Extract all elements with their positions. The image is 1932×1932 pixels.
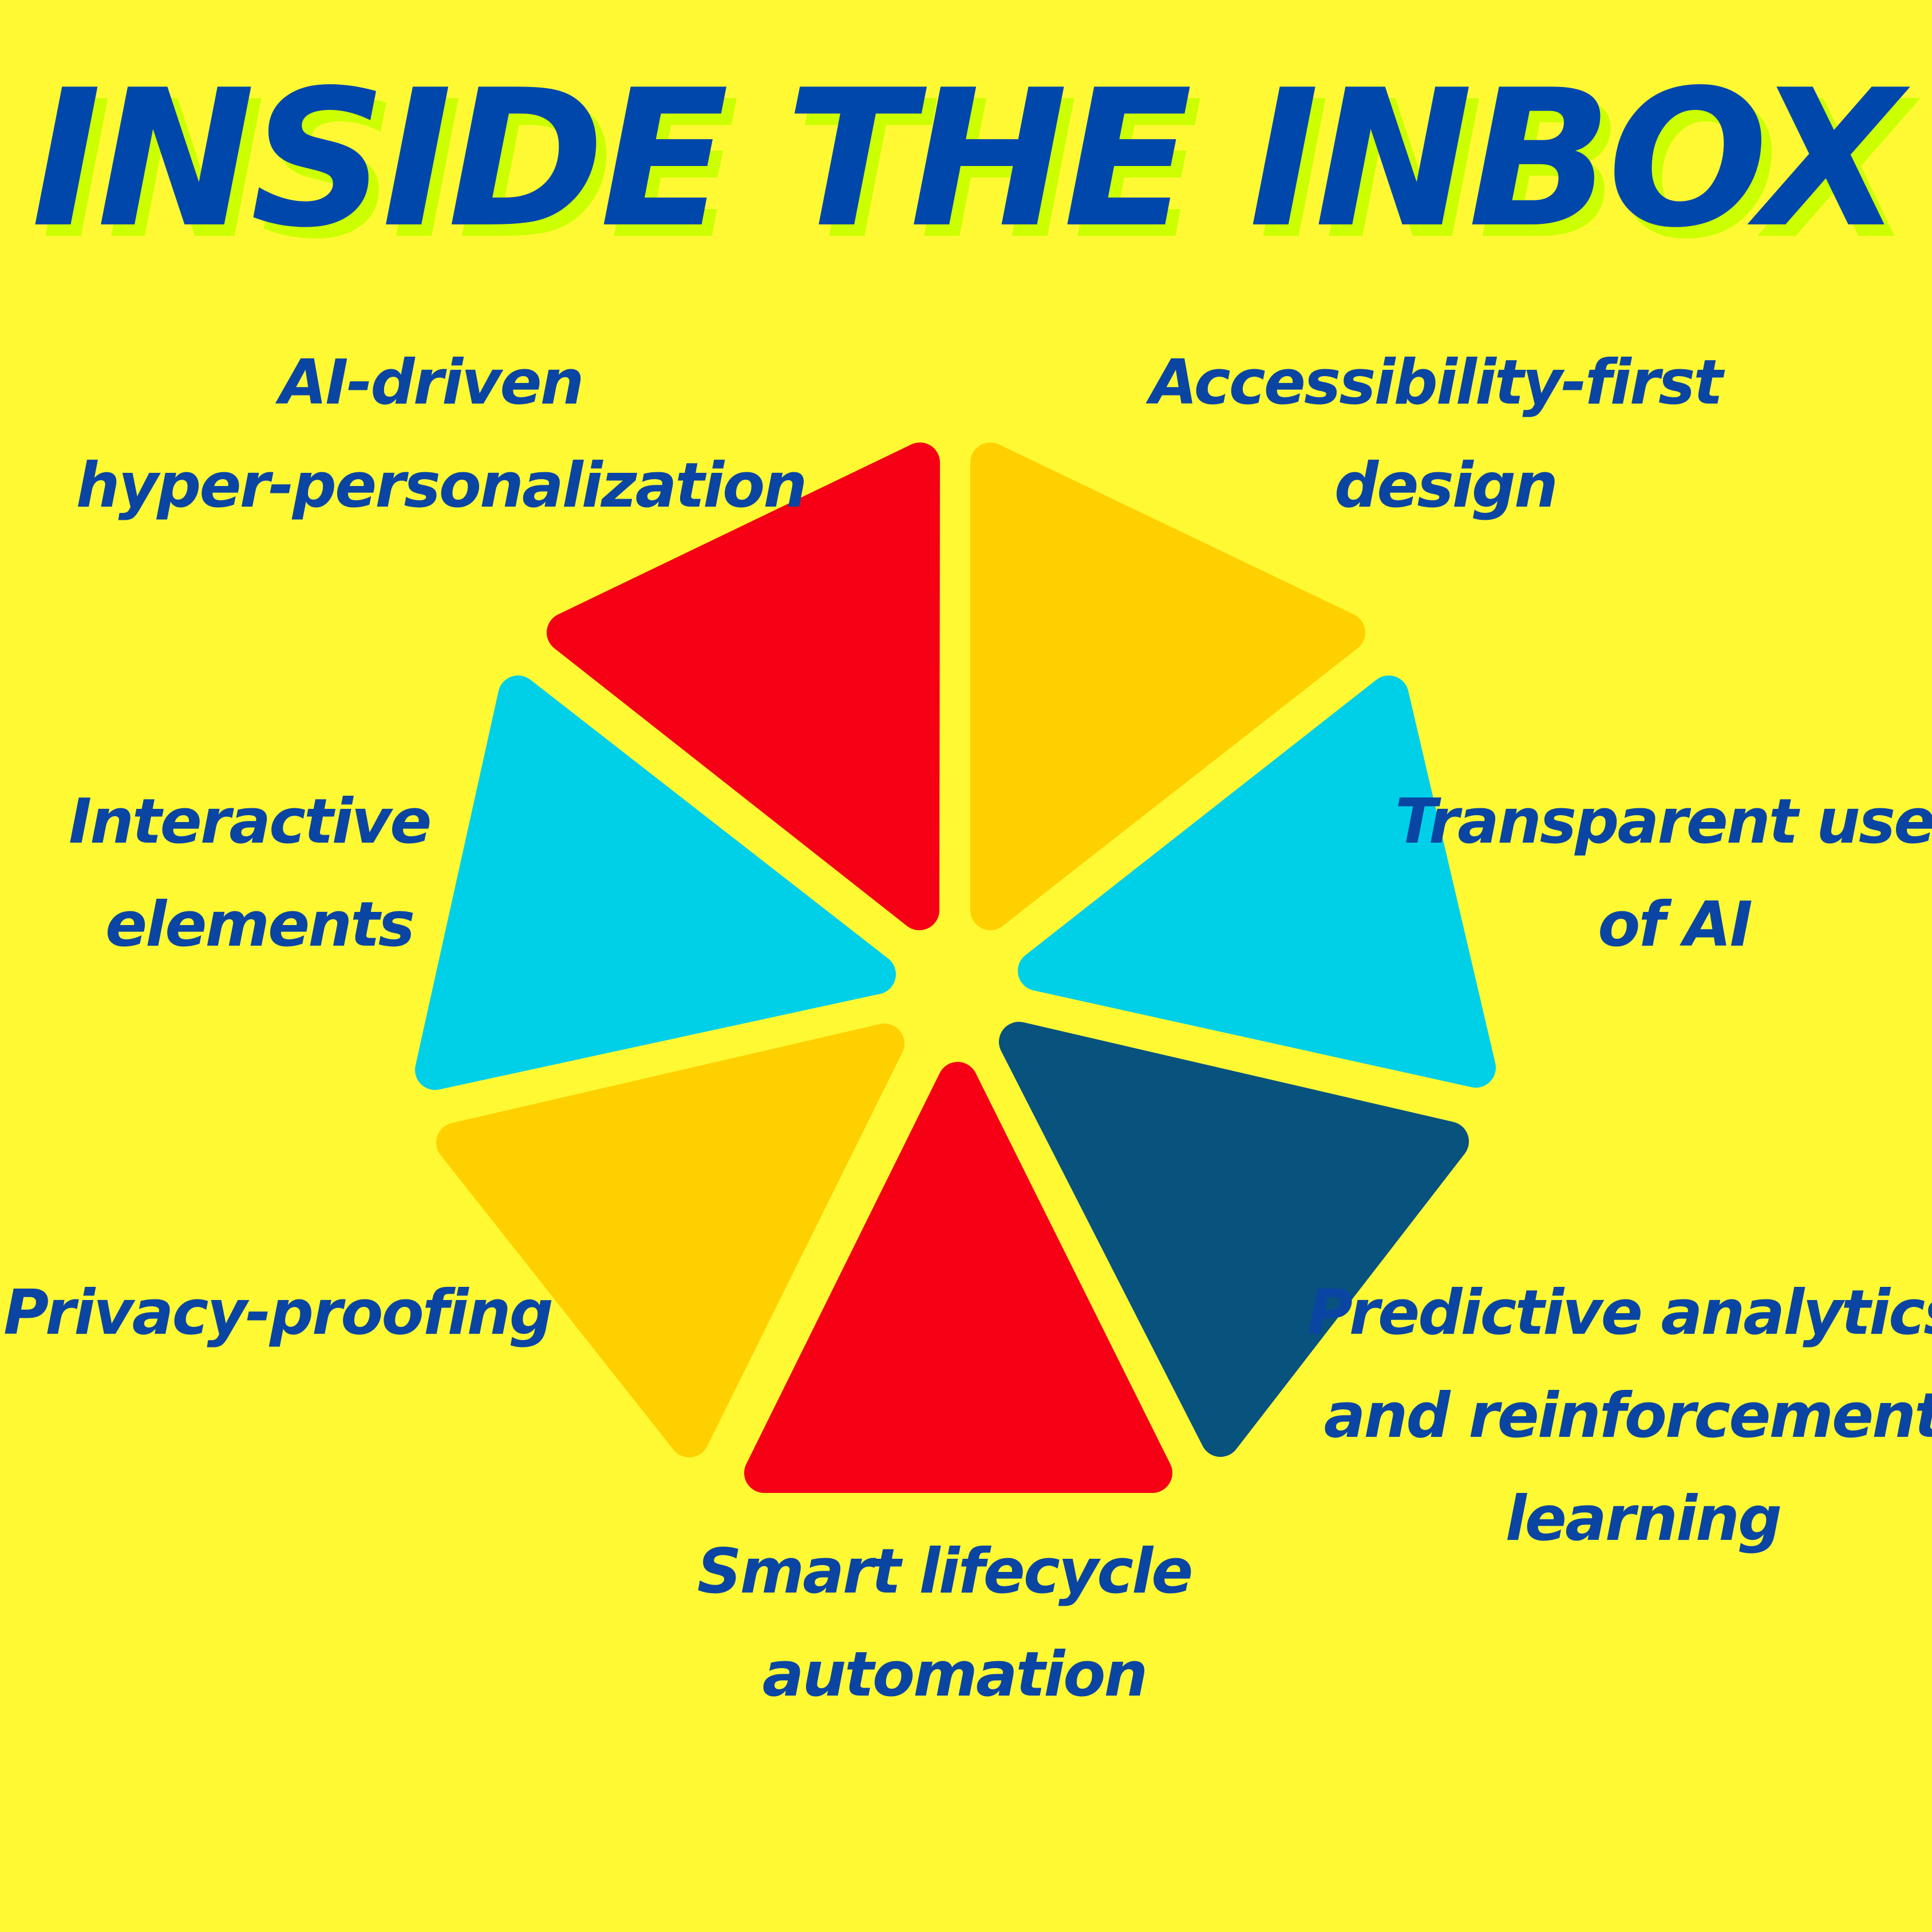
- label-privacy-proofing: Privacy-proofing: [3, 1277, 552, 1349]
- label-line: design: [1334, 450, 1556, 521]
- label-line: and reinforcement: [1324, 1380, 1932, 1452]
- label-line: Smart lifecycle: [697, 1536, 1192, 1607]
- label-line: hyper-personalization: [76, 450, 806, 521]
- label-line: learning: [1506, 1483, 1781, 1555]
- wedge-accessibility-first-design: [970, 442, 1365, 930]
- wedge-predictive-analytics: [999, 1022, 1469, 1457]
- label-interactive-elements: Interactive elements: [69, 786, 450, 961]
- label-line: automation: [762, 1639, 1147, 1710]
- wedge-smart-lifecycle-automation: [744, 1062, 1172, 1493]
- wedge-interactive-elements: [415, 675, 896, 1090]
- page-title-shadow: INSIDE THE INBOX: [42, 61, 1921, 280]
- wedge-ai-driven-hyper-personalization: [547, 442, 940, 930]
- label-smart-lifecycle-automation: Smart lifecycle automation: [697, 1536, 1211, 1710]
- title-group: INSIDE THE INBOX INSIDE THE INBOX: [31, 49, 1926, 280]
- page-title: INSIDE THE INBOX: [31, 49, 1911, 269]
- segment-labels: AI-driven hyper-personalization Accessib…: [3, 347, 1932, 1710]
- wedge-transparent-use-of-ai: [1018, 675, 1496, 1088]
- label-line: Accessibility-first: [1145, 347, 1725, 418]
- wedge-privacy-proofing: [436, 1024, 904, 1457]
- label-ai-driven-hyper-personalization: AI-driven hyper-personalization: [76, 347, 806, 521]
- label-line: Interactive: [69, 786, 430, 858]
- label-predictive-analytics: Predictive analytics and reinforcement l…: [1307, 1277, 1932, 1555]
- label-line: Transparent use: [1395, 786, 1932, 858]
- label-line: AI-driven: [275, 347, 583, 418]
- label-line: of AI: [1598, 889, 1751, 961]
- label-accessibility-first-design: Accessibility-first design: [1145, 347, 1741, 521]
- label-line: Privacy-proofing: [3, 1277, 552, 1349]
- label-line: Predictive analytics: [1307, 1277, 1932, 1349]
- heptagon-wedges: [415, 442, 1496, 1493]
- label-line: elements: [105, 889, 413, 961]
- label-transparent-use-of-ai: Transparent use of AI: [1395, 786, 1932, 961]
